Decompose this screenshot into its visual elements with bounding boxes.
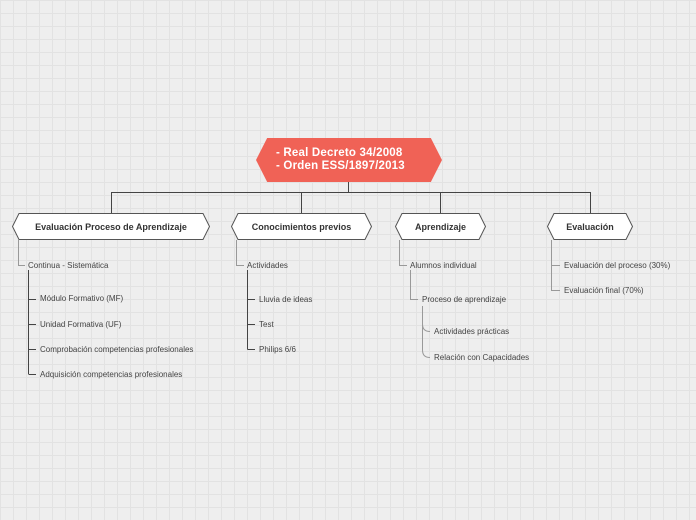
- subtopic-actividades-practicas[interactable]: Actividades prácticas: [434, 327, 510, 336]
- topic-evaluacion-del-proceso[interactable]: Evaluación del proceso (30%): [564, 261, 671, 270]
- subtopic-comprobacion-competencias[interactable]: Comprobación competencias profesionales: [40, 345, 194, 354]
- branch-conocimientos-previos[interactable]: Conocimientos previos: [231, 213, 372, 240]
- branch-label: Conocimientos previos: [251, 221, 352, 232]
- topic-continua-sistematica[interactable]: Continua - Sistemática: [28, 261, 109, 270]
- leaf-connector: [399, 240, 407, 266]
- leaf-connector: [422, 320, 431, 358]
- root-topic[interactable]: - Real Decreto 34/2008 - Orden ESS/1897/…: [256, 138, 442, 182]
- branch-label: Aprendizaje: [414, 221, 466, 232]
- branch-node-outline: [231, 213, 372, 240]
- root-topic-line-2: - Orden ESS/1897/2013: [276, 160, 405, 172]
- topic-evaluacion-final[interactable]: Evaluación final (70%): [564, 286, 644, 295]
- subtopic-philips-6-6[interactable]: Philips 6/6: [259, 345, 296, 354]
- subtopic-adquisicion-competencias[interactable]: Adquisición competencias profesionales: [40, 370, 183, 379]
- branch-node-outline: [12, 213, 210, 240]
- subtopic-lluvia-de-ideas[interactable]: Lluvia de ideas: [259, 295, 313, 304]
- leaf-connector: [551, 240, 560, 266]
- leaf-connector: [551, 265, 560, 291]
- branch-label: Evaluación Proceso de Aprendizaje: [35, 221, 187, 232]
- branch-label: Evaluación: [566, 221, 614, 232]
- topic-alumnos-individual[interactable]: Alumnos individual: [410, 261, 477, 270]
- branch-evaluacion[interactable]: Evaluación: [547, 213, 633, 240]
- topic-actividades[interactable]: Actividades: [247, 261, 288, 270]
- subtopic-test[interactable]: Test: [259, 320, 274, 329]
- branch-evaluacion-proceso[interactable]: Evaluación Proceso de Aprendizaje: [12, 213, 210, 240]
- leaf-connector: [236, 240, 244, 266]
- branch-aprendizaje[interactable]: Aprendizaje: [395, 213, 486, 240]
- leaf-connector: [410, 270, 418, 300]
- leaf-connector: [18, 240, 25, 266]
- subtopic-relacion-capacidades[interactable]: Relación con Capacidades: [434, 353, 530, 362]
- leaf-connector: [28, 270, 36, 300]
- subtopic-unidad-formativa[interactable]: Unidad Formativa (UF): [40, 320, 122, 329]
- topic-proceso-de-aprendizaje[interactable]: Proceso de aprendizaje: [422, 295, 507, 304]
- branch-node-outline: [395, 213, 486, 240]
- leaf-connector: [422, 306, 431, 332]
- branch-node-outline: [547, 213, 633, 240]
- subtopic-modulo-formativo[interactable]: Módulo Formativo (MF): [40, 294, 124, 303]
- root-topic-line-1: - Real Decreto 34/2008: [276, 147, 403, 159]
